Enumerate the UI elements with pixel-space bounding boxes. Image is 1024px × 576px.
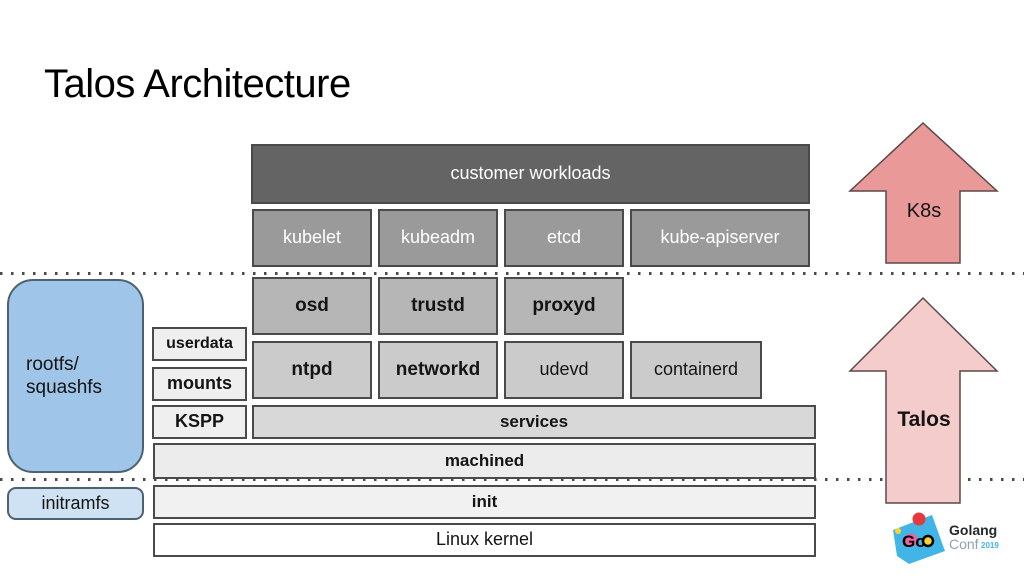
- box-services: services: [252, 405, 816, 439]
- box-rootfs-squashfs: rootfs/ squashfs: [7, 279, 144, 473]
- logo-go-text: Go: [902, 532, 926, 551]
- talos-arrow: [848, 296, 999, 504]
- box-udevd: udevd: [504, 341, 624, 399]
- talos-arrow-label: Talos: [897, 408, 951, 431]
- box-userdata: userdata: [152, 327, 247, 361]
- logo-red-dot: [912, 512, 926, 526]
- box-osd: osd: [252, 277, 372, 335]
- box-linux-kernel: Linux kernel: [153, 523, 816, 557]
- logo-golang-text: Golang: [949, 522, 997, 538]
- logo-year-text: 2019: [981, 541, 999, 550]
- logo-pink-dot: [904, 533, 918, 547]
- box-customer-workloads: customer workloads: [251, 144, 810, 204]
- box-proxyd: proxyd: [504, 277, 624, 335]
- box-init: init: [153, 485, 816, 519]
- dotted-line-k8s-boundary: [0, 272, 1024, 275]
- box-trustd: trustd: [378, 277, 498, 335]
- box-mounts: mounts: [152, 367, 247, 401]
- box-kubelet: kubelet: [252, 209, 372, 267]
- box-ntpd: ntpd: [252, 341, 372, 399]
- talos-arrow-shape: [848, 296, 999, 504]
- dotted-line-talos-boundary: [0, 478, 1024, 481]
- box-containerd: containerd: [630, 341, 762, 399]
- slide-title: Talos Architecture: [44, 62, 351, 106]
- box-kspp: KSPP: [152, 405, 247, 439]
- logo-conf-text: Conf: [949, 536, 979, 552]
- logo-go-o-dot: [921, 534, 935, 548]
- box-kubeadm: kubeadm: [378, 209, 498, 267]
- rootfs-line2: squashfs: [26, 377, 103, 398]
- box-networkd: networkd: [378, 341, 498, 399]
- k8s-arrow-label: K8s: [906, 200, 942, 222]
- logo-yellow-dot: [895, 528, 901, 534]
- k8s-arrow-shape: [848, 121, 999, 264]
- box-initramfs: initramfs: [7, 487, 144, 520]
- rootfs-line1: rootfs/: [26, 354, 79, 375]
- logo-blue-shape: [893, 515, 945, 564]
- golangconf-logo: Go Golang Conf 2019: [893, 512, 999, 564]
- box-etcd: etcd: [504, 209, 624, 267]
- box-kube-apiserver: kube-apiserver: [630, 209, 810, 267]
- box-machined: machined: [153, 443, 816, 479]
- k8s-arrow: [848, 121, 999, 264]
